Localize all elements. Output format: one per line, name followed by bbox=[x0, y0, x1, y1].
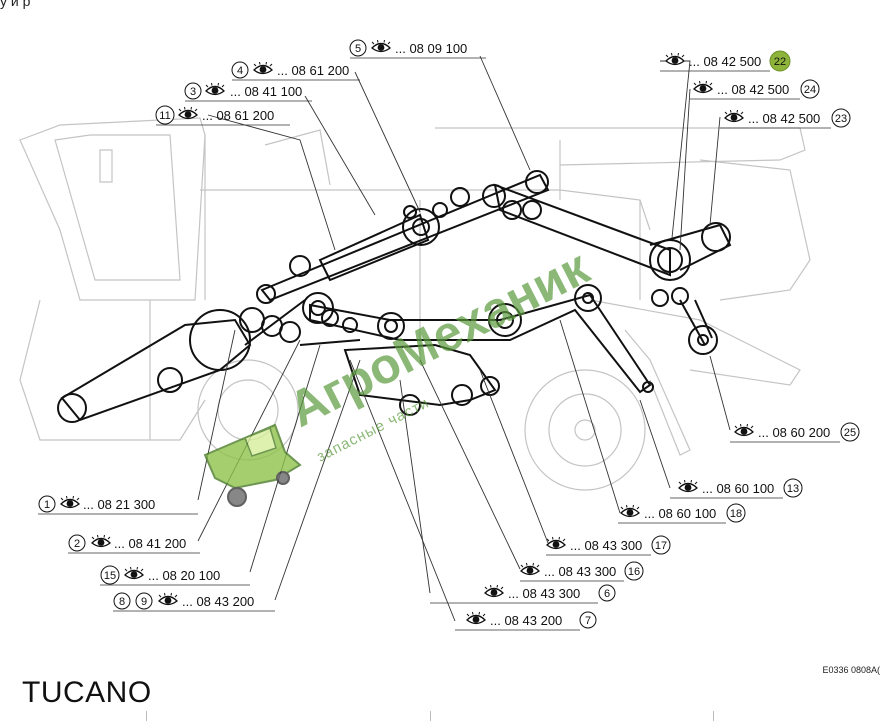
callout-number-circle bbox=[135, 592, 153, 610]
divider bbox=[430, 711, 431, 721]
callout: 24 ... 08 42 500 bbox=[690, 79, 820, 100]
callout-number: 18 bbox=[730, 508, 742, 520]
callout-number-circle bbox=[100, 565, 120, 585]
callout: 22 ... 08 42 500 bbox=[660, 50, 791, 72]
callout-number-circle bbox=[68, 534, 86, 552]
callout-number-circle-highlighted bbox=[769, 50, 791, 72]
callout-part-number: ... 08 42 500 bbox=[689, 54, 761, 69]
callout-part-number: ... 08 60 200 bbox=[758, 425, 830, 440]
divider bbox=[146, 711, 147, 721]
drawing-code: E0336 0808A( bbox=[822, 665, 880, 675]
callout: 1 ... 08 21 300 bbox=[38, 495, 198, 515]
callout-number-circle bbox=[783, 478, 803, 498]
callout-number: 22 bbox=[774, 56, 786, 68]
callout: 2 ... 08 41 200 bbox=[68, 534, 200, 554]
callout: 11 ... 08 61 200 bbox=[155, 105, 290, 126]
callout-number-circle bbox=[726, 503, 746, 523]
callout-number: 5 bbox=[355, 43, 361, 55]
callout-part-number: ... 08 60 100 bbox=[644, 506, 716, 521]
callout-part-number: ... 08 41 200 bbox=[114, 536, 186, 551]
callout: 8 9 ... 08 43 200 bbox=[113, 592, 275, 612]
callout: 17 ... 08 43 300 bbox=[546, 535, 671, 556]
callout-number-circle bbox=[598, 584, 616, 602]
callout-part-number: ... 08 61 200 bbox=[202, 108, 274, 123]
callout-number: 7 bbox=[585, 615, 591, 627]
callout-number: 13 bbox=[787, 483, 799, 495]
combine-outline bbox=[19, 117, 811, 491]
callout-number-circle bbox=[831, 108, 851, 128]
callout-number-circle bbox=[349, 39, 367, 57]
callout-part-number: ... 08 20 100 bbox=[148, 568, 220, 583]
callout: 6 ... 08 43 300 bbox=[430, 584, 616, 604]
callout-part-number: ... 08 61 200 bbox=[277, 63, 349, 78]
callout: 4 ... 08 61 200 bbox=[231, 61, 360, 81]
callout-part-number: ... 08 21 300 bbox=[83, 497, 155, 512]
callout-number: 4 bbox=[237, 65, 243, 77]
callout-number-circle bbox=[155, 105, 175, 125]
callout-number-circle bbox=[231, 61, 249, 79]
callout-part-number: ... 08 42 500 bbox=[717, 82, 789, 97]
model-title: TUCANO bbox=[22, 676, 152, 709]
callout-number: 2 bbox=[74, 538, 80, 550]
callout: 23 ... 08 42 500 bbox=[720, 108, 851, 129]
callout: 7 ... 08 43 200 bbox=[455, 611, 597, 631]
callout: 5 ... 08 09 100 bbox=[349, 39, 486, 59]
callout-number-circle bbox=[113, 592, 131, 610]
callout-number-circle bbox=[800, 79, 820, 99]
callout-part-number: ... 08 43 300 bbox=[508, 586, 580, 601]
belts bbox=[57, 170, 732, 423]
callout-number: 11 bbox=[159, 110, 170, 122]
callout-number: 9 bbox=[141, 596, 147, 608]
callout-part-number: ... 08 43 200 bbox=[490, 613, 562, 628]
callout-part-number: ... 08 43 300 bbox=[570, 538, 642, 553]
callout-number-circle bbox=[38, 495, 56, 513]
callout-part-number: ... 08 42 500 bbox=[748, 111, 820, 126]
divider bbox=[713, 711, 714, 721]
callout-number-circle bbox=[184, 82, 202, 100]
leader-lines bbox=[197, 55, 731, 622]
callout-part-number: ... 08 60 100 bbox=[702, 481, 774, 496]
callout-number: 24 bbox=[804, 84, 816, 96]
callout-number-circle bbox=[651, 535, 671, 555]
callout-number: 25 bbox=[844, 427, 856, 439]
callout-number: 6 bbox=[604, 588, 610, 600]
callout-part-number: ... 08 43 200 bbox=[182, 594, 254, 609]
callout: 3 ... 08 41 100 bbox=[184, 82, 312, 102]
top-caption-fragment: у и р bbox=[0, 0, 31, 9]
callout-number-circle bbox=[624, 561, 644, 581]
callout-number: 17 bbox=[655, 540, 667, 552]
callout: 13 ... 08 60 100 bbox=[670, 478, 803, 499]
callout-part-number: ... 08 43 300 bbox=[544, 564, 616, 579]
callout-number: 16 bbox=[628, 566, 640, 578]
callout-number: 23 bbox=[835, 113, 847, 125]
callout: 15 ... 08 20 100 bbox=[100, 565, 250, 586]
callout: 25 ... 08 60 200 bbox=[730, 422, 860, 443]
callout-number-circle bbox=[579, 611, 597, 629]
callout-part-number: ... 08 09 100 bbox=[395, 41, 467, 56]
callout-number-circle bbox=[840, 422, 860, 442]
callout-number: 15 bbox=[104, 570, 116, 582]
callout: 18 ... 08 60 100 bbox=[618, 503, 746, 524]
callout-number: 8 bbox=[119, 596, 125, 608]
callout-number: 1 bbox=[44, 499, 50, 511]
callout-number: 3 bbox=[190, 86, 196, 98]
callout: 16 ... 08 43 300 bbox=[520, 561, 644, 582]
callout-part-number: ... 08 41 100 bbox=[230, 84, 302, 99]
